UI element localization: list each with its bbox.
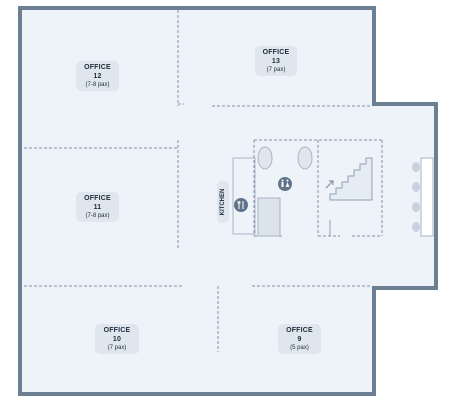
kitchen-label: KITCHEN xyxy=(220,188,226,216)
stairs-up-icon xyxy=(325,180,334,189)
kitchen-sink xyxy=(257,197,281,237)
cutlery-icon xyxy=(234,198,248,212)
room-capacity: (7-8 pax) xyxy=(85,82,110,88)
room-label-office-10[interactable]: OFFICE 10 (7 pax) xyxy=(95,324,139,354)
room-name: OFFICE 11 xyxy=(84,195,111,211)
room-label-office-11[interactable]: OFFICE 11 (7-8 pax) xyxy=(76,192,119,222)
staircase xyxy=(329,157,373,236)
room-name: OFFICE 13 xyxy=(262,49,290,65)
room-label-office-9[interactable]: OFFICE 9 (5 pax) xyxy=(278,324,321,354)
room-label-kitchen[interactable]: KITCHEN xyxy=(217,181,229,223)
restroom-icon xyxy=(278,177,292,191)
room-label-office-12[interactable]: OFFICE 12 (7-8 pax) xyxy=(76,61,119,91)
kitchen-counter xyxy=(232,157,256,235)
toilet-fixture xyxy=(257,146,273,170)
room-name: OFFICE 9 xyxy=(286,327,313,343)
stool xyxy=(412,162,420,232)
room-capacity: (5 pax) xyxy=(290,345,309,351)
room-capacity: (7 pax) xyxy=(266,67,286,73)
room-capacity: (7 pax) xyxy=(107,345,127,351)
room-name: OFFICE 10 xyxy=(103,327,131,343)
bench xyxy=(420,157,434,237)
toilet-fixture xyxy=(297,146,313,170)
room-capacity: (7-8 pax) xyxy=(85,213,110,219)
room-name: OFFICE 12 xyxy=(84,64,111,80)
room-partitions xyxy=(24,10,383,352)
room-label-office-13[interactable]: OFFICE 13 (7 pax) xyxy=(255,46,297,76)
